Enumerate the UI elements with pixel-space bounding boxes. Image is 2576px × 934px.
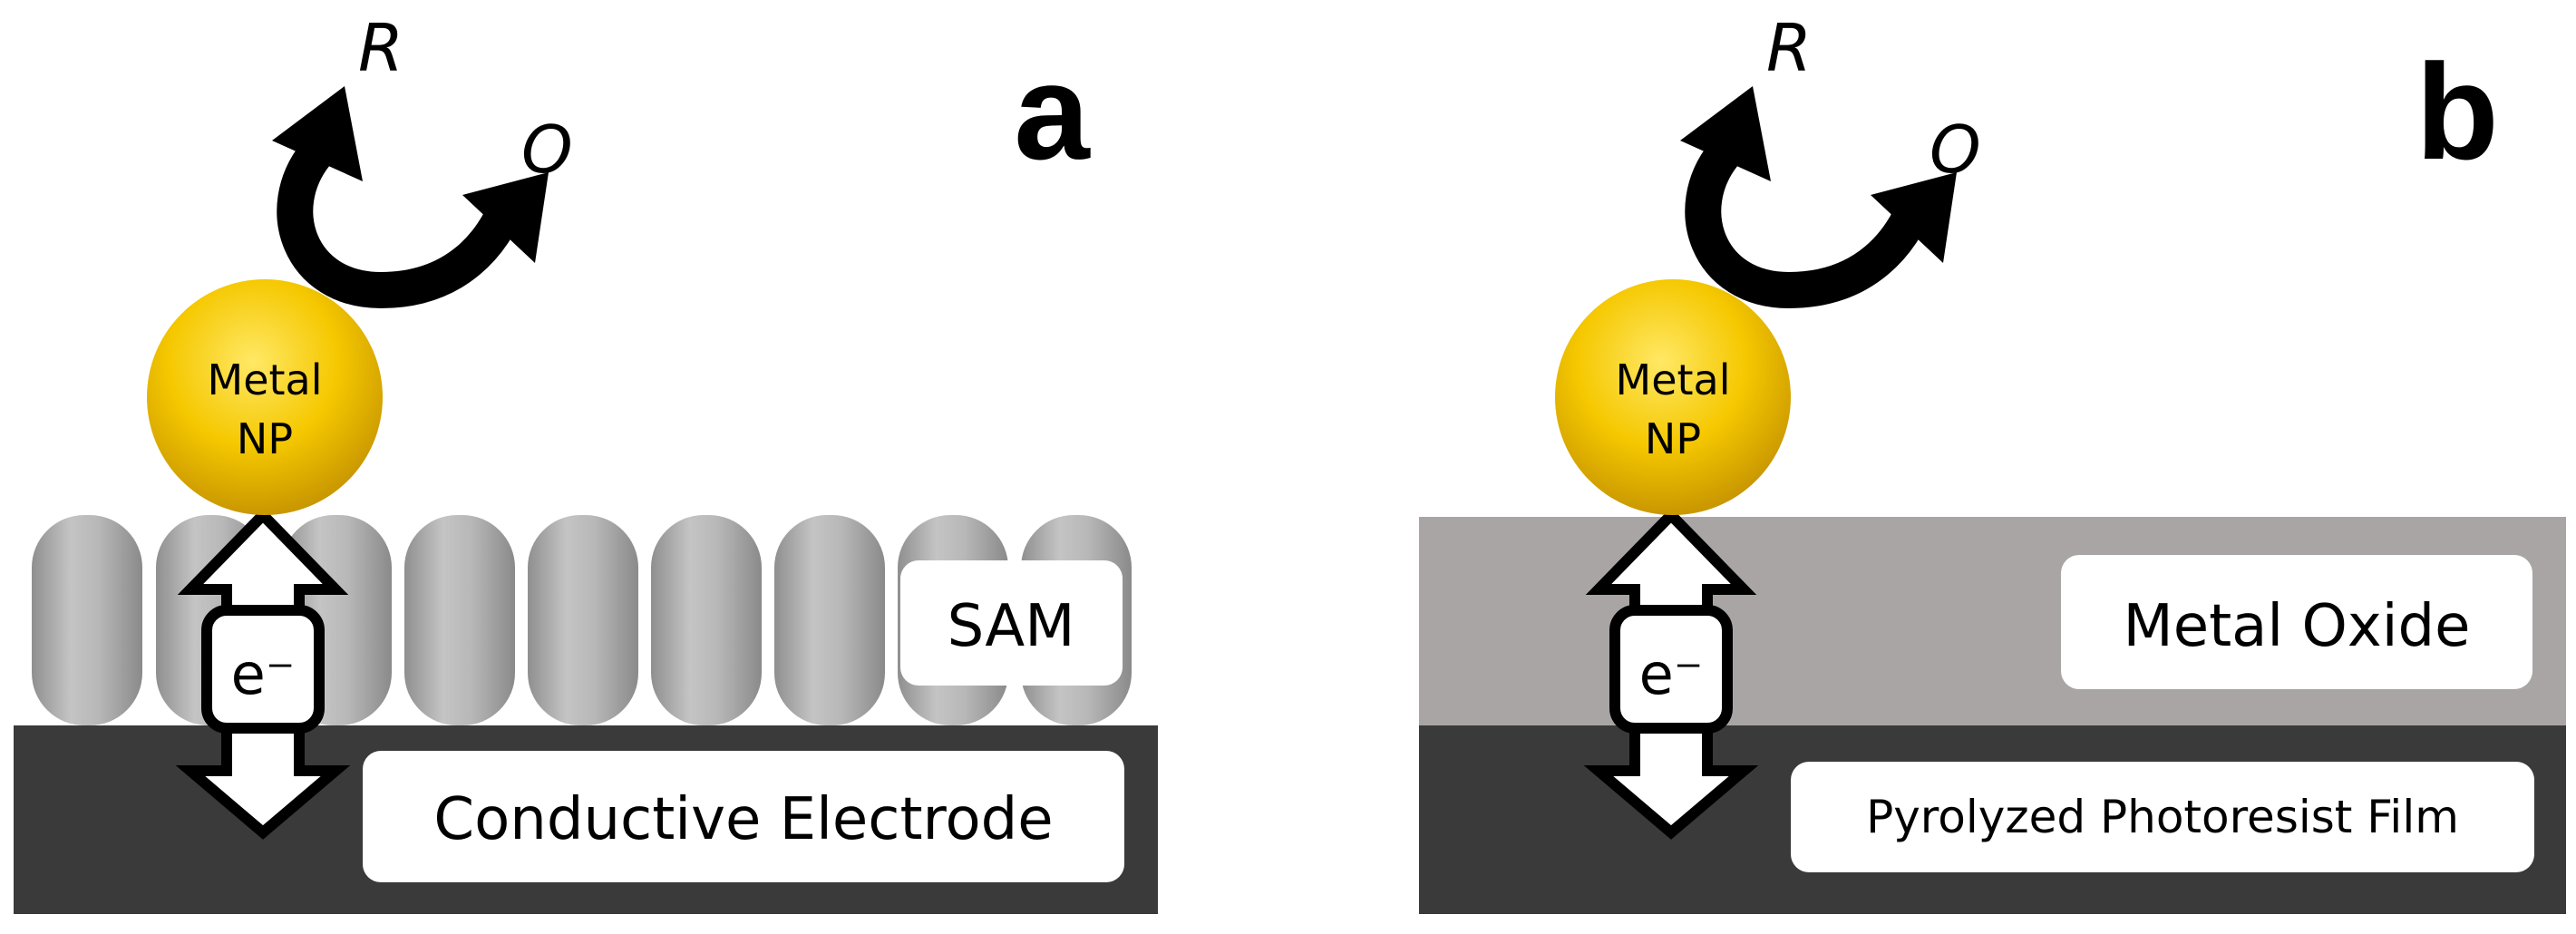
oxidized-species-label: O xyxy=(521,112,573,188)
redox-arrowhead-reduced xyxy=(272,86,363,181)
redox-cycle-arrow xyxy=(1685,142,1933,309)
sam-label: SAM xyxy=(948,593,1075,660)
panel-a: SAM Conductive Electrode e⁻ Metal NP R O… xyxy=(14,10,1158,914)
oxidized-species-label: O xyxy=(1930,112,1981,188)
sam-label-box xyxy=(900,560,1123,686)
electron-label: e⁻ xyxy=(1639,641,1704,707)
panel-letter-a: a xyxy=(1014,35,1091,188)
electron-box xyxy=(1609,605,1733,734)
redox-arrowhead-oxidized xyxy=(462,172,549,263)
electron-label: e⁻ xyxy=(231,641,296,707)
electrode-label: Conductive Electrode xyxy=(433,786,1053,853)
np-label-line1: Metal xyxy=(208,355,323,404)
sam-molecule xyxy=(651,515,762,725)
np-label-line2: NP xyxy=(237,414,293,463)
panel-letter-b: b xyxy=(2416,35,2499,188)
metal-oxide-label-box xyxy=(2061,555,2532,689)
electrode-label-box xyxy=(363,751,1124,882)
redox-arrowhead-reduced xyxy=(1680,86,1771,181)
sam-molecule xyxy=(404,515,515,725)
metal-oxide-label: Metal Oxide xyxy=(2123,593,2470,660)
redox-arrowhead-oxidized xyxy=(1871,172,1957,263)
panel-b: Metal Oxide Pyrolyzed Photoresist Film e… xyxy=(1419,10,2566,914)
reduced-species-label: R xyxy=(358,10,403,86)
sam-molecule xyxy=(774,515,885,725)
sam-molecule xyxy=(528,515,638,725)
film-label-box xyxy=(1791,762,2534,872)
np-label-line2: NP xyxy=(1645,414,1701,463)
film-label: Pyrolyzed Photoresist Film xyxy=(1866,791,2459,843)
reduced-species-label: R xyxy=(1766,10,1812,86)
electron-box xyxy=(201,605,325,734)
np-label-line1: Metal xyxy=(1616,355,1731,404)
metal-nanoparticle xyxy=(1555,279,1791,515)
metal-nanoparticle xyxy=(147,279,383,515)
sam-molecule xyxy=(32,515,142,725)
redox-cycle-arrow xyxy=(277,142,525,309)
